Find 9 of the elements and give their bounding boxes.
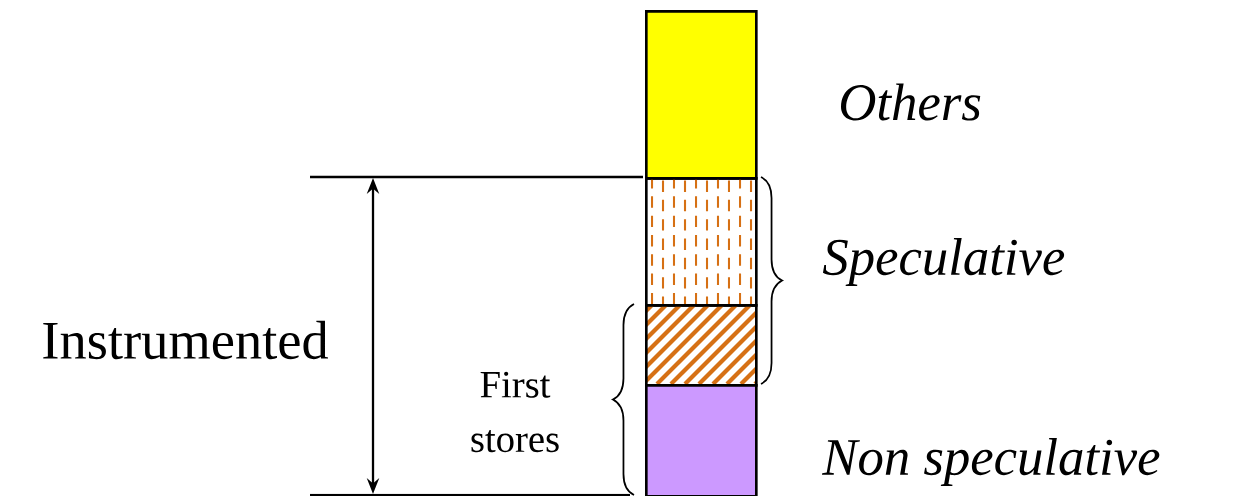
segment-label: Others (841, 83, 981, 121)
bar-segment (645, 177, 758, 307)
bar-segment (645, 384, 758, 496)
bar-segment (645, 10, 758, 180)
bar-segment (645, 304, 758, 387)
label: First stores (471, 371, 559, 453)
label: Speculative (822, 238, 1065, 286)
label: Instrumented (43, 320, 329, 360)
segment-label: Non speculative (821, 438, 1160, 486)
